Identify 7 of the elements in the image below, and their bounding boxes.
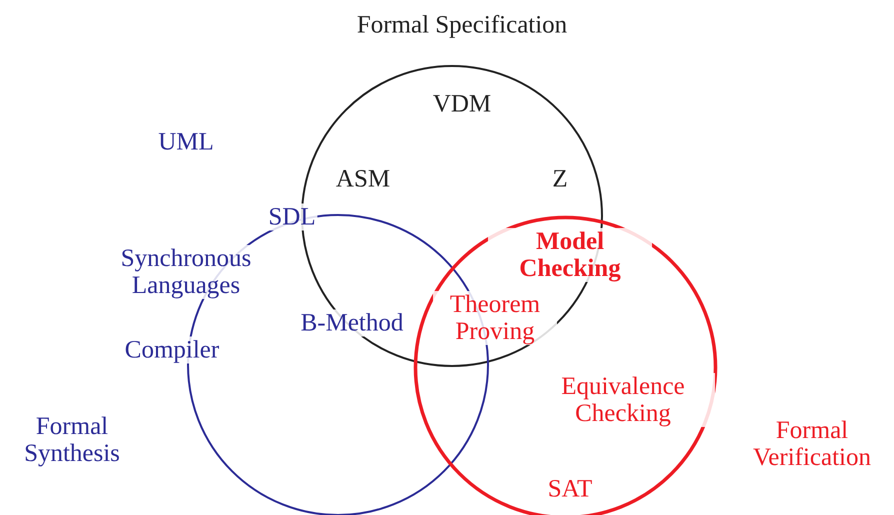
set-title: Formal Specification [356, 12, 568, 38]
method-label: Model Checking [488, 228, 652, 282]
method-label: B-Method [298, 310, 406, 336]
set-title: Formal Synthesis [23, 413, 121, 467]
set-title: Formal Verification [752, 417, 872, 471]
method-label: Compiler [122, 336, 222, 364]
method-label: Theorem Proving [433, 291, 557, 345]
